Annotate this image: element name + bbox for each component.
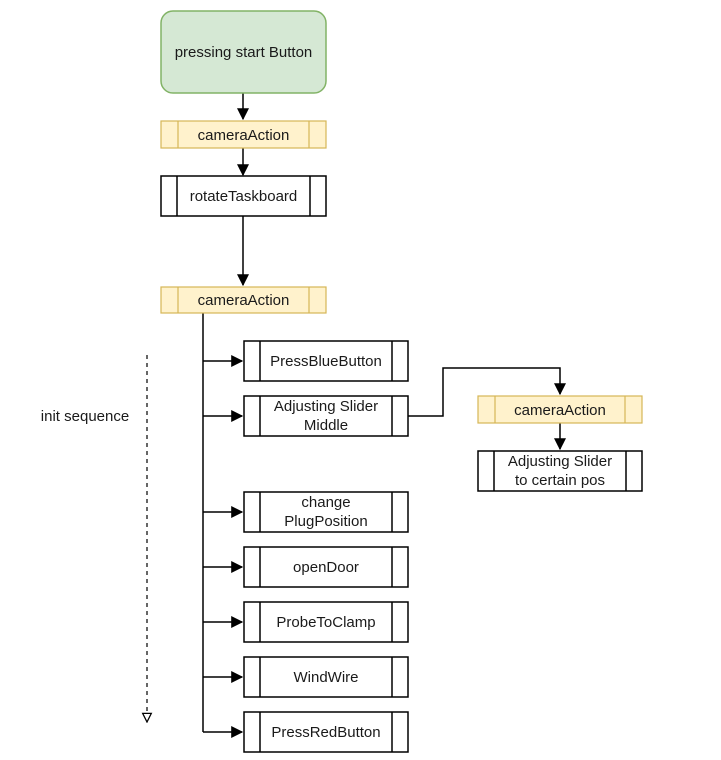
rotate-taskboard-label: rotateTaskboard bbox=[190, 188, 298, 205]
side-label-init-sequence: init sequence bbox=[41, 408, 129, 425]
camera-action-2-label: cameraAction bbox=[198, 292, 290, 309]
camera-action-node-1: cameraAction bbox=[160, 120, 327, 149]
adjusting-slider-middle-label-line1: Adjusting Slider bbox=[274, 398, 378, 415]
change-plug-position-label-line2: PlugPosition bbox=[284, 513, 367, 530]
probe-to-clamp-node: ProbeToClamp bbox=[243, 601, 409, 643]
probe-to-clamp-label: ProbeToClamp bbox=[276, 614, 375, 631]
press-blue-button-label: PressBlueButton bbox=[270, 353, 382, 370]
press-red-button-label: PressRedButton bbox=[271, 724, 380, 741]
wind-wire-node: WindWire bbox=[243, 656, 409, 698]
change-plug-position-node: change PlugPosition bbox=[243, 491, 409, 533]
camera-action-3-label: cameraAction bbox=[514, 402, 606, 419]
press-blue-button-node: PressBlueButton bbox=[243, 340, 409, 382]
camera-action-1-label: cameraAction bbox=[198, 127, 290, 144]
edge-slider-to-camera3 bbox=[408, 367, 566, 417]
start-node-label: pressing start Button bbox=[175, 44, 313, 61]
adjusting-slider-pos-node: Adjusting Slider to certain pos bbox=[477, 450, 643, 492]
press-red-button-node: PressRedButton bbox=[243, 711, 409, 753]
adjusting-slider-middle-label-line2: Middle bbox=[304, 417, 348, 434]
wind-wire-label: WindWire bbox=[293, 669, 358, 686]
open-door-node: openDoor bbox=[243, 546, 409, 588]
adjusting-slider-middle-node: Adjusting Slider Middle bbox=[243, 395, 409, 437]
change-plug-position-label-line1: change bbox=[301, 494, 350, 511]
adjusting-slider-pos-label-line1: Adjusting Slider bbox=[508, 453, 612, 470]
start-node: pressing start Button bbox=[160, 10, 327, 94]
camera-action-node-2: cameraAction bbox=[160, 286, 327, 314]
adjusting-slider-pos-label-line2: to certain pos bbox=[515, 472, 605, 489]
rotate-taskboard-node: rotateTaskboard bbox=[160, 175, 327, 217]
open-door-label: openDoor bbox=[293, 559, 359, 576]
connectors bbox=[202, 93, 566, 738]
camera-action-node-3: cameraAction bbox=[477, 395, 643, 424]
